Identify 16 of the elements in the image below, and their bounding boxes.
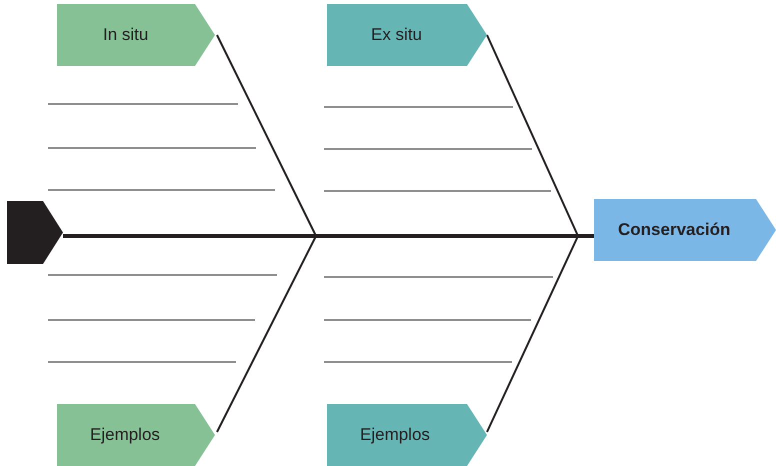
tag-label: Conservación <box>618 220 730 240</box>
spine-line <box>63 234 594 238</box>
arrow-tag <box>327 404 487 466</box>
arrow-tag <box>327 4 487 66</box>
bone-line <box>486 34 579 236</box>
arrow-tag <box>594 199 776 261</box>
bone-line <box>216 236 317 432</box>
tail-block <box>7 201 63 264</box>
arrow-tag <box>57 404 215 466</box>
tag-label: In situ <box>103 25 148 45</box>
bone-line <box>216 34 317 236</box>
arrow-tag <box>57 4 215 66</box>
tag-label: Ejemplos <box>360 425 430 445</box>
bone-line <box>486 236 579 432</box>
tag-label: Ex situ <box>371 25 422 45</box>
tag-label: Ejemplos <box>90 425 160 445</box>
